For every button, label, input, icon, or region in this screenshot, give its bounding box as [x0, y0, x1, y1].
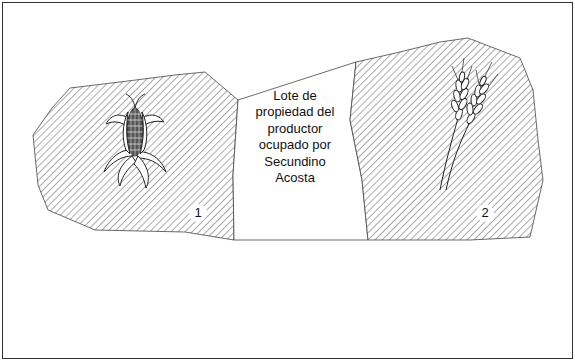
- region-shape: [233, 62, 368, 240]
- lot-region: Lote de propiedad del productor ocupado …: [233, 62, 368, 240]
- wheat-illustration: [440, 58, 498, 190]
- region-outline: [350, 38, 543, 240]
- field-region: 2: [350, 38, 543, 240]
- callout-number: 2: [476, 204, 494, 222]
- outer-border: [3, 3, 573, 359]
- corn-illustration: [104, 94, 166, 188]
- region-shape: [350, 38, 543, 240]
- region-shape: [33, 72, 238, 240]
- region-label: Lote de propiedad del productor ocupado …: [247, 88, 343, 187]
- callout-number: 1: [189, 204, 207, 222]
